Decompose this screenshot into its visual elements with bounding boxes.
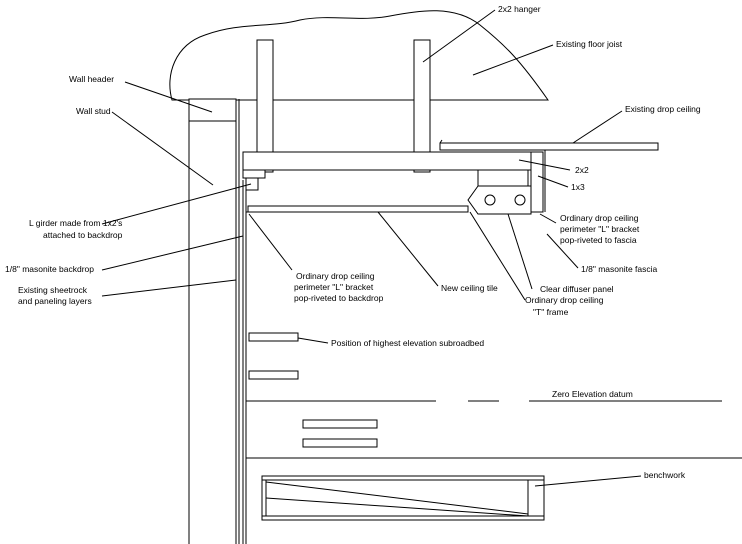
- label-1x3: 1x3: [571, 182, 585, 192]
- label-perim-right-3: pop-riveted to fascia: [560, 235, 637, 245]
- label-masonite-fascia: 1/8" masonite fascia: [581, 264, 658, 274]
- label-diffuser: Clear diffuser panel: [540, 284, 614, 294]
- label-new-tile: New ceiling tile: [441, 283, 498, 293]
- l-girder-upper: [242, 169, 266, 179]
- label-l-girder-1: L girder made from 1x2's: [29, 218, 122, 228]
- label-perim-left-3: pop-riveted to backdrop: [294, 293, 384, 303]
- hanger-right: [413, 39, 431, 173]
- existing-drop-ceiling: [439, 142, 659, 151]
- label-l-girder-2: attached to backdrop: [43, 230, 123, 240]
- label-perim-left-1: Ordinary drop ceiling: [296, 271, 375, 281]
- subroadbed-3: [302, 419, 378, 429]
- label-masonite-backdrop: 1/8" masonite backdrop: [5, 264, 94, 274]
- floor-joist-shape: [169, 10, 549, 101]
- horizontal-2x2: [242, 151, 532, 171]
- label-drop-ceiling: Existing drop ceiling: [625, 104, 701, 114]
- diffuser-circle-left: [484, 194, 496, 206]
- subroadbed-4: [302, 438, 378, 448]
- label-2x2: 2x2: [575, 165, 589, 175]
- label-t-frame-1: Ordinary drop ceiling: [525, 295, 604, 305]
- label-wall-header: Wall header: [69, 74, 114, 84]
- fascia-1x3: [530, 151, 544, 213]
- diffuser-circle-right: [514, 194, 526, 206]
- label-wall-stud: Wall stud: [76, 106, 111, 116]
- label-sheetrock-1: Existing sheetrock: [18, 285, 88, 295]
- benchwork-brace: [265, 481, 529, 515]
- label-floor-joist: Existing floor joist: [556, 39, 623, 49]
- subroadbed-1: [248, 332, 299, 342]
- l-girder-lower: [245, 177, 259, 191]
- wall-header: [188, 98, 237, 122]
- new-ceiling-tile: [247, 205, 469, 213]
- label-subroadbed: Position of highest elevation subroadbed: [331, 338, 484, 348]
- label-perim-right-2: perimeter "L" bracket: [560, 224, 640, 234]
- benchwork-frame: [261, 475, 545, 521]
- label-zero-datum: Zero Elevation datum: [552, 389, 633, 399]
- label-benchwork: benchwork: [644, 470, 686, 480]
- label-perim-left-2: perimeter "L" bracket: [294, 282, 374, 292]
- label-hanger: 2x2 hanger: [498, 4, 541, 14]
- label-sheetrock-2: and paneling layers: [18, 296, 92, 306]
- diffuser-box-top: [477, 169, 529, 187]
- label-perim-right-1: Ordinary drop ceiling: [560, 213, 639, 223]
- label-t-frame-2: "T" frame: [533, 307, 569, 317]
- subroadbed-2: [248, 370, 299, 380]
